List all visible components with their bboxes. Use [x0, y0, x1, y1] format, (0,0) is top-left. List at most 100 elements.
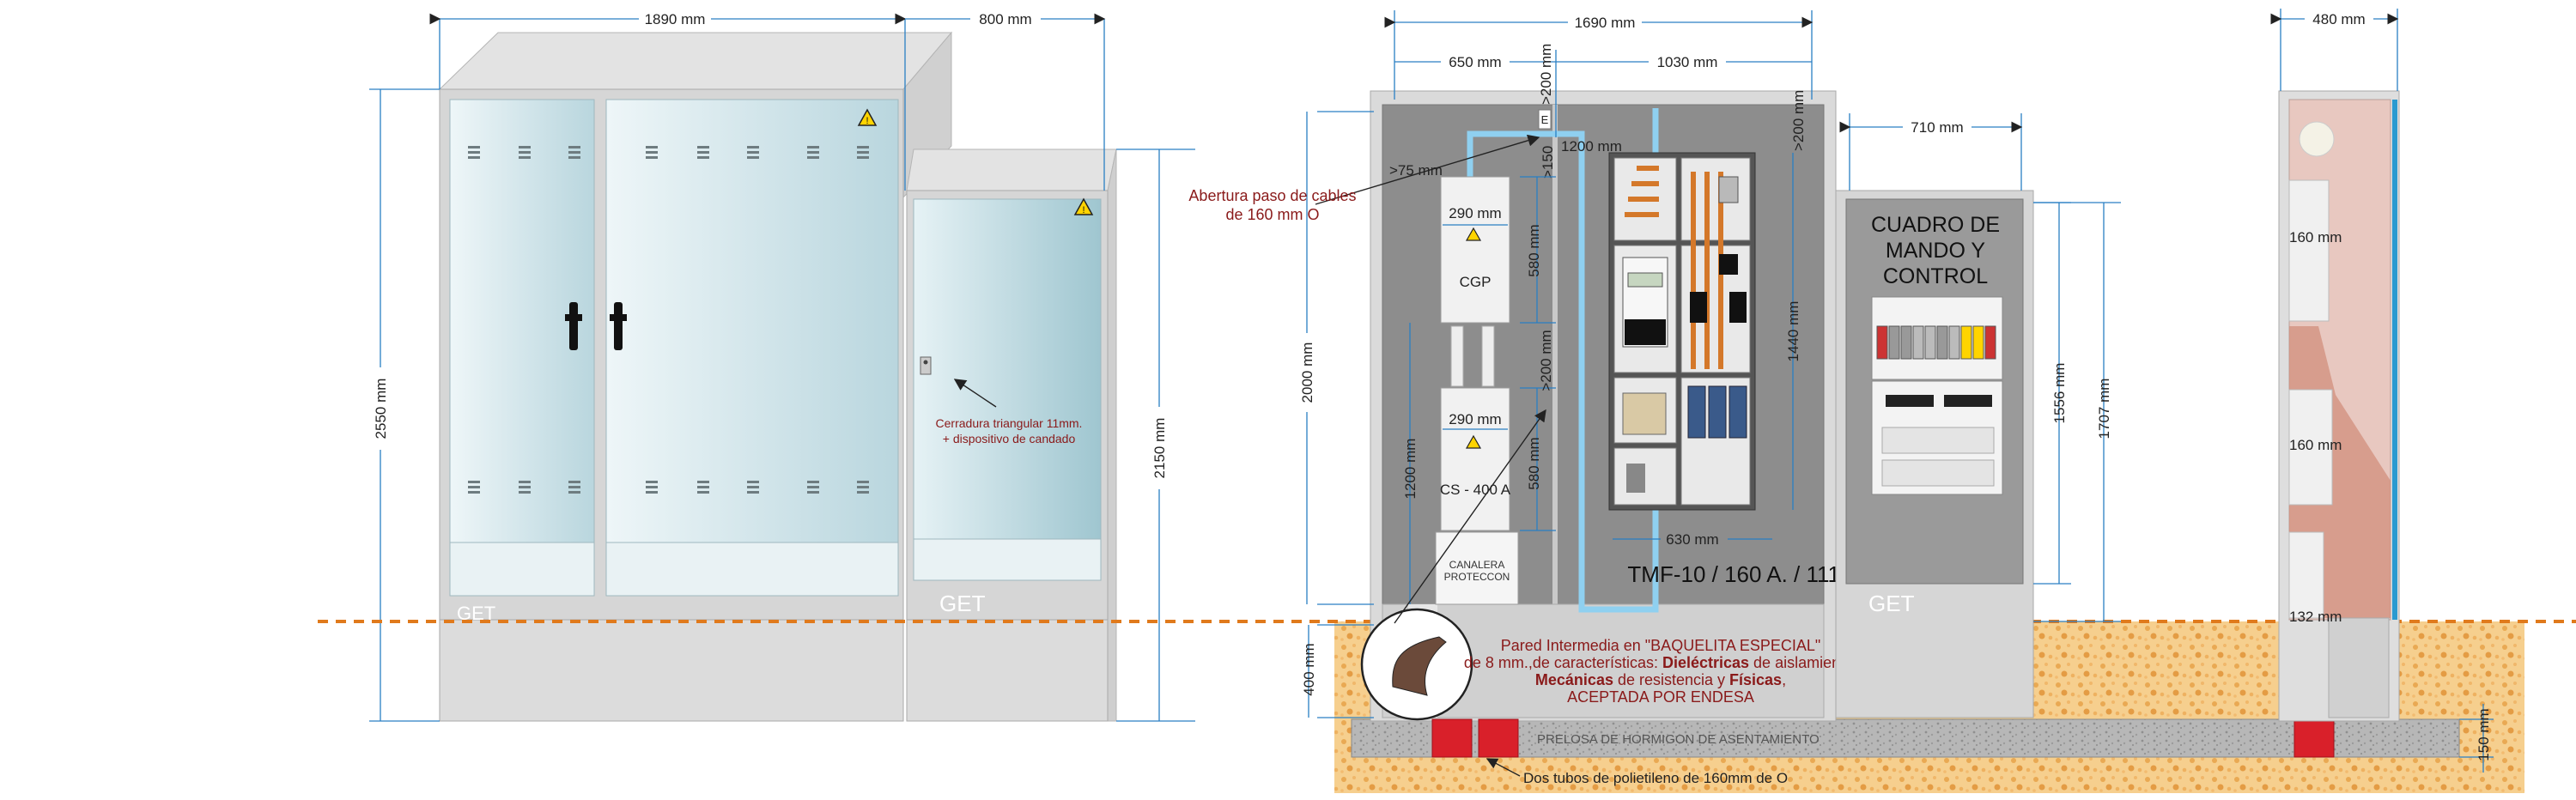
dim-630: 630 mm	[1666, 531, 1718, 548]
vent-slot	[468, 146, 480, 148]
breaker-module	[1936, 325, 1948, 360]
dim-gt200-right: >200 mm	[1790, 90, 1807, 151]
small-cabinet-door	[913, 198, 1102, 540]
dim-150: 150 mm	[2476, 708, 2492, 761]
vent-slot	[468, 491, 480, 494]
lock-note-line-2: + dispositivo de candado	[943, 432, 1076, 445]
vent-slot	[519, 156, 531, 159]
warning-triangle-icon	[1465, 434, 1482, 449]
vent-slot	[646, 486, 658, 488]
pared-line-4: ACEPTADA POR ENDESA	[1567, 688, 1754, 706]
main-door-right-kick	[605, 542, 899, 597]
vent-slot	[568, 151, 580, 154]
vent-slot	[697, 146, 709, 148]
dim-gt150: >150	[1540, 146, 1556, 179]
vent-slot	[468, 156, 480, 159]
vent-slot	[747, 481, 759, 483]
get-label-small: GET	[939, 591, 986, 616]
door-handle-icon	[565, 302, 627, 350]
main-door-left-kick	[449, 542, 595, 597]
vent-slot	[697, 491, 709, 494]
vent-slot	[857, 156, 869, 159]
centre-dimensions: 1690 mm 650 mm 1030 mm >200 mm >150 1200…	[1297, 10, 1814, 718]
dim-1030: 1030 mm	[1657, 54, 1718, 70]
vent-slot	[468, 486, 480, 488]
warning-triangle-icon	[1465, 227, 1482, 241]
prelosa-label: PRELOSA DE HORMIGON DE ASENTAMIENTO	[1537, 732, 1820, 747]
vent-slot	[697, 481, 709, 483]
dim-290-b: 290 mm	[1449, 411, 1501, 427]
warning-triangle-icon: !	[857, 108, 878, 126]
get-label-panel: GET	[1868, 591, 1915, 616]
vent-slot	[519, 491, 531, 494]
cuadro-line-3: CONTROL	[1883, 264, 1988, 288]
cgp-box	[1440, 176, 1510, 324]
abertura-line-1: Abertura paso de cables	[1188, 187, 1356, 204]
vent-slot	[519, 151, 531, 154]
small-cabinet-side	[1107, 148, 1117, 722]
small-cabinet-plinth	[906, 619, 1109, 722]
vent-slot	[568, 491, 580, 494]
dim-gt200-mid: >200 mm	[1538, 330, 1554, 391]
vent-slot	[468, 151, 480, 154]
pared-note: Pared Intermedia en "BAQUELITA ESPECIAL"…	[1464, 637, 1857, 706]
svg-text:!: !	[866, 116, 868, 126]
dim-290-a: 290 mm	[1449, 205, 1501, 221]
vent-slot	[468, 481, 480, 483]
vent-slot	[646, 156, 658, 159]
breaker-row	[1876, 325, 1996, 360]
vent-slot	[568, 146, 580, 148]
side-door-edge	[2392, 100, 2397, 620]
warning-triangle-icon: !	[1073, 197, 1094, 215]
vent-slot	[568, 481, 580, 483]
dim-2000: 2000 mm	[1299, 342, 1315, 403]
side-dim-160-a: 160 mm	[2289, 229, 2342, 245]
meter-modules	[1608, 152, 1756, 511]
vent-slot	[519, 481, 531, 483]
vent-slot	[807, 486, 819, 488]
vent-slot	[807, 481, 819, 483]
dim-1200: 1200 mm	[1402, 439, 1419, 500]
pared-line-2: de 8 mm.,de características: Dieléctrica…	[1464, 654, 1857, 671]
dim-1890: 1890 mm	[645, 11, 706, 27]
dim-480: 480 mm	[2312, 11, 2365, 27]
dim-gt75: >75 mm	[1389, 162, 1443, 179]
breaker-module	[1888, 325, 1900, 360]
vent-slot	[807, 491, 819, 494]
vent-slot	[519, 486, 531, 488]
vent-slot	[519, 146, 531, 148]
small-cabinet-top	[906, 148, 1117, 191]
vent-slot	[568, 156, 580, 159]
main-cabinet-plinth	[439, 619, 904, 722]
vent-slot	[747, 491, 759, 494]
side-section-dimensions: 480 mm 150 mm	[2270, 9, 2494, 773]
cs400-box	[1440, 387, 1510, 531]
vent-slot	[646, 491, 658, 494]
dim-gt200-top: >200 mm	[1538, 44, 1554, 105]
main-door-right	[605, 99, 899, 543]
breaker-module	[1912, 325, 1924, 360]
side-dim-132: 132 mm	[2289, 609, 2342, 625]
dim-1556: 1556 mm	[2051, 363, 2068, 424]
vent-slot	[697, 156, 709, 159]
dim-710: 710 mm	[1911, 119, 1963, 136]
vent-slot	[747, 151, 759, 154]
abertura-line-2: de 160 mm O	[1225, 206, 1319, 223]
dim-2550: 2550 mm	[373, 379, 389, 439]
vent-slot	[568, 486, 580, 488]
vent-slot	[857, 491, 869, 494]
vent-slot	[857, 486, 869, 488]
enclosure-top-face	[438, 32, 953, 90]
dim-1690: 1690 mm	[1575, 15, 1636, 31]
side-dim-160-b: 160 mm	[2289, 437, 2342, 453]
breaker-module	[1876, 325, 1888, 360]
cgp-label: CGP	[1460, 274, 1492, 290]
dim-2150: 2150 mm	[1151, 418, 1168, 479]
dim-1440: 1440 mm	[1785, 301, 1801, 362]
vent-slot	[747, 486, 759, 488]
vent-slot	[646, 481, 658, 483]
vent-slot	[646, 151, 658, 154]
cuadro-line-2: MANDO Y	[1886, 239, 1986, 263]
cs400-label: CS - 400 A	[1440, 482, 1511, 498]
